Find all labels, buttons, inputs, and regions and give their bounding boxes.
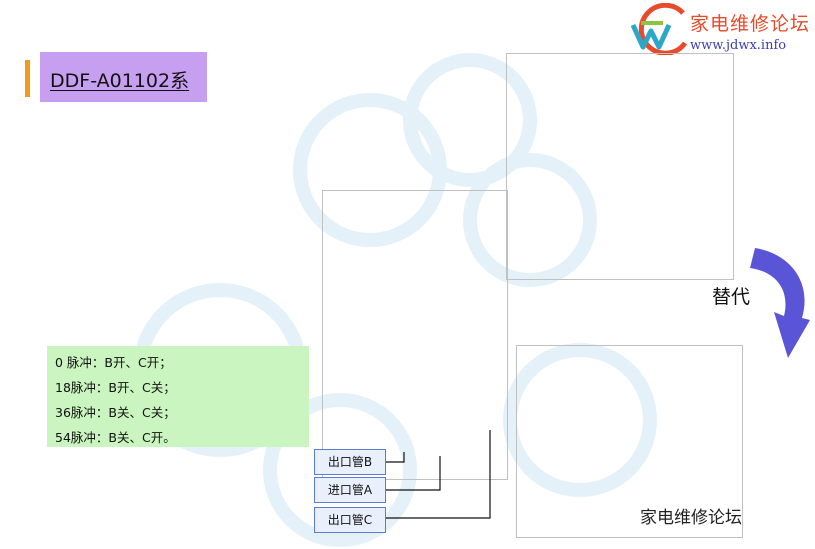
forum-logo-url: www.jdwx.info bbox=[690, 38, 787, 53]
inlet-pipe-a-label: 进口管A bbox=[314, 477, 386, 503]
title-accent-bar bbox=[25, 60, 30, 97]
electric-valve-photo bbox=[322, 190, 508, 480]
outlet-pipe-b-label: 出口管B bbox=[314, 449, 386, 475]
outlet-pipe-c-label: 出口管C bbox=[314, 507, 386, 533]
title-box bbox=[40, 52, 207, 102]
forum-logo-name: 家电维修论坛 bbox=[690, 13, 811, 35]
pulse-line: 54脉冲：B关、C开。 bbox=[55, 430, 176, 445]
slide-title: DDF-A01102系 bbox=[50, 70, 190, 92]
pulse-line: 0 脉冲：B开、C开； bbox=[55, 355, 172, 370]
refrigeration-schematic-old bbox=[506, 53, 734, 280]
replace-label: 替代 bbox=[712, 286, 751, 308]
curved-arrow-icon bbox=[750, 248, 810, 358]
pulse-state-list: 0 脉冲：B开、C开； 18脉冲：B开、C关； 36脉冲：B关、C关； 54脉冲… bbox=[47, 346, 309, 447]
forum-logo-icon bbox=[630, 3, 688, 55]
pulse-line: 18脉冲：B开、C关； bbox=[55, 380, 176, 395]
refrigeration-schematic-new bbox=[516, 345, 743, 538]
forum-watermark: 家电维修论坛 bbox=[640, 508, 742, 528]
pulse-line: 36脉冲：B关、C关； bbox=[55, 405, 176, 420]
